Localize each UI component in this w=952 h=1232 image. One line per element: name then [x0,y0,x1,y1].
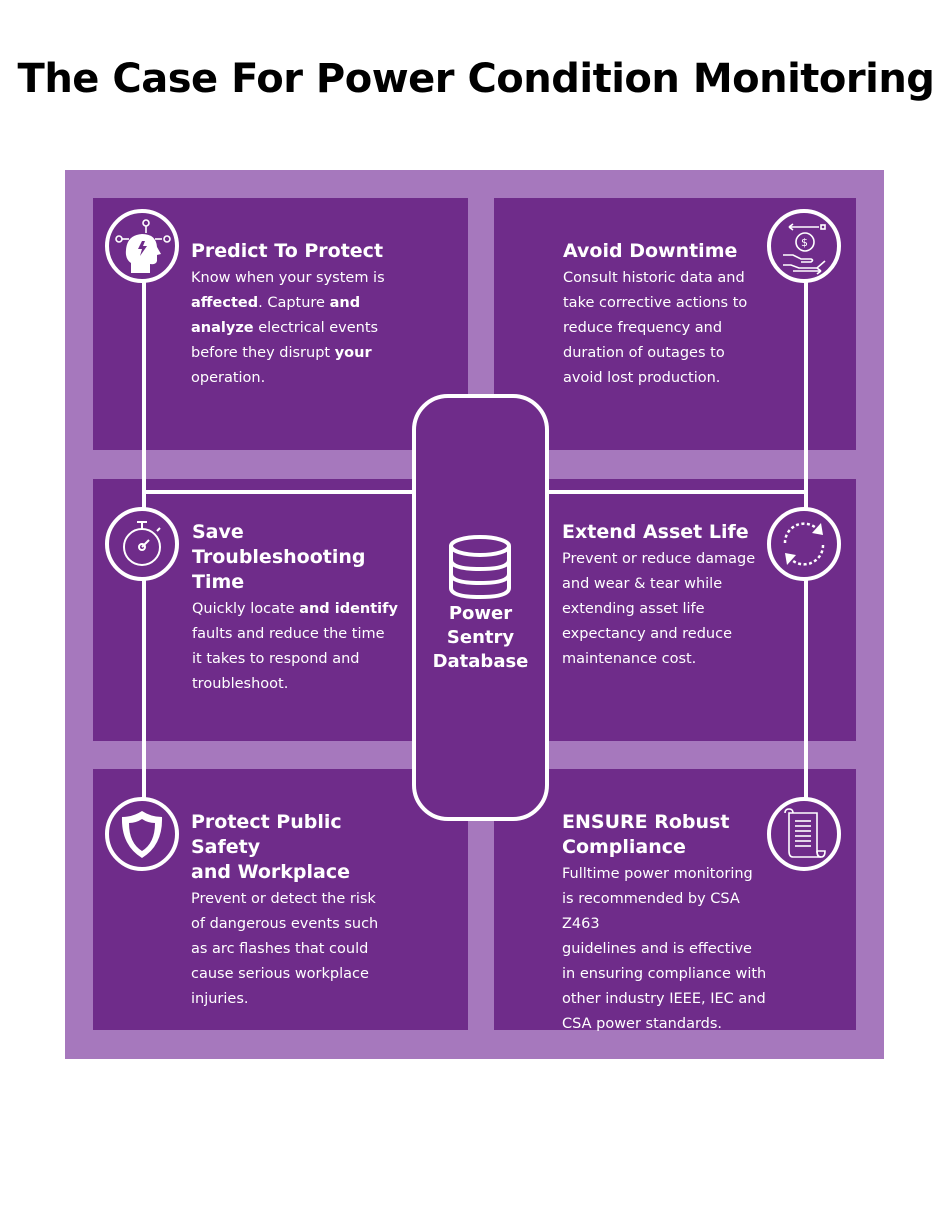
asset-line: expectancy and reduce [562,626,733,642]
asset-icon-badge [767,507,841,581]
svg-text:$: $ [801,236,808,249]
downtime-line: avoid lost production. [563,370,721,386]
safety-line: cause serious workplace [191,966,369,982]
refresh-cycle-icon [783,522,825,566]
safety-line: as arc flashes that could [191,941,369,957]
database-label-line-3: Database [432,651,529,672]
database-label: Power Sentry Database [412,602,549,674]
downtime-line: reduce frequency and [563,320,723,336]
asset-line: extending asset life [562,601,705,617]
troubleshoot-icon-badge [105,507,179,581]
safety-title-1: Protect Public Safety [191,811,342,858]
asset-text-block: Extend Asset Life Prevent or reduce dama… [562,520,762,672]
compliance-icon-badge [767,797,841,871]
safety-line: injuries. [191,991,249,1007]
predict-text-block: Predict To Protect Know when your system… [191,239,411,391]
troubleshoot-line: it takes to respond and [192,651,360,667]
downtime-line: duration of outages to [563,345,725,361]
troubleshoot-title-1: Save Troubleshooting [192,521,366,568]
asset-line: Prevent or reduce damage [562,551,756,567]
database-label-line-2: Sentry [446,627,515,648]
downtime-title: Avoid Downtime [563,240,738,262]
database-label-line-1: Power [448,603,513,624]
brain-bulb-icon [115,219,171,273]
troubleshoot-title-2: Time [192,571,245,593]
predict-line: operation. [191,370,266,386]
predict-title: Predict To Protect [191,240,384,262]
compliance-text-block: ENSURE Robust Compliance Fulltime power … [562,810,782,1037]
asset-line: and wear & tear while [562,576,723,592]
downtime-text-block: Avoid Downtime Consult historic data and… [563,239,763,391]
troubleshoot-line: faults and reduce the time [192,626,385,642]
troubleshoot-line: troubleshoot. [192,676,289,692]
predict-icon-badge [105,209,179,283]
downtime-line: Consult historic data and [563,270,745,286]
database-icon [449,535,511,600]
safety-text-block: Protect Public Safety and Workplace Prev… [191,810,411,1012]
downtime-line: take corrective actions to [563,295,748,311]
compliance-line: is recommended by CSA Z463 [562,891,740,932]
document-scroll-icon [784,808,826,858]
compliance-line: guidelines and is effective [562,941,752,957]
stopwatch-icon [123,521,161,566]
troubleshoot-text-block: Save Troubleshooting Time Quickly locate… [192,520,410,697]
asset-title: Extend Asset Life [562,521,749,543]
compliance-line: Fulltime power monitoring [562,866,753,882]
compliance-title-1: ENSURE Robust [562,811,730,833]
asset-line: maintenance cost. [562,651,697,667]
predict-line: affected. Capture and [191,295,361,311]
shield-icon [121,811,163,858]
compliance-title-2: Compliance [562,836,686,858]
predict-line: analyze electrical events [191,320,379,336]
compliance-line: in ensuring compliance with [562,966,767,982]
predict-line: Know when your system is [191,270,385,286]
page-title: The Case For Power Condition Monitoring [17,56,935,102]
downtime-icon-badge: $ [767,209,841,283]
safety-icon-badge [105,797,179,871]
predict-line: before they disrupt your [191,345,372,361]
hand-money-icon: $ [783,223,826,275]
safety-title-2: and Workplace [191,861,350,883]
compliance-line: CSA power standards. [562,1016,723,1032]
compliance-line: other industry IEEE, IEC and [562,991,766,1007]
power-sentry-database-node [412,394,549,821]
safety-line: Prevent or detect the risk [191,891,376,907]
safety-line: of dangerous events such [191,916,379,932]
troubleshoot-line: Quickly locate and identify [192,601,398,617]
